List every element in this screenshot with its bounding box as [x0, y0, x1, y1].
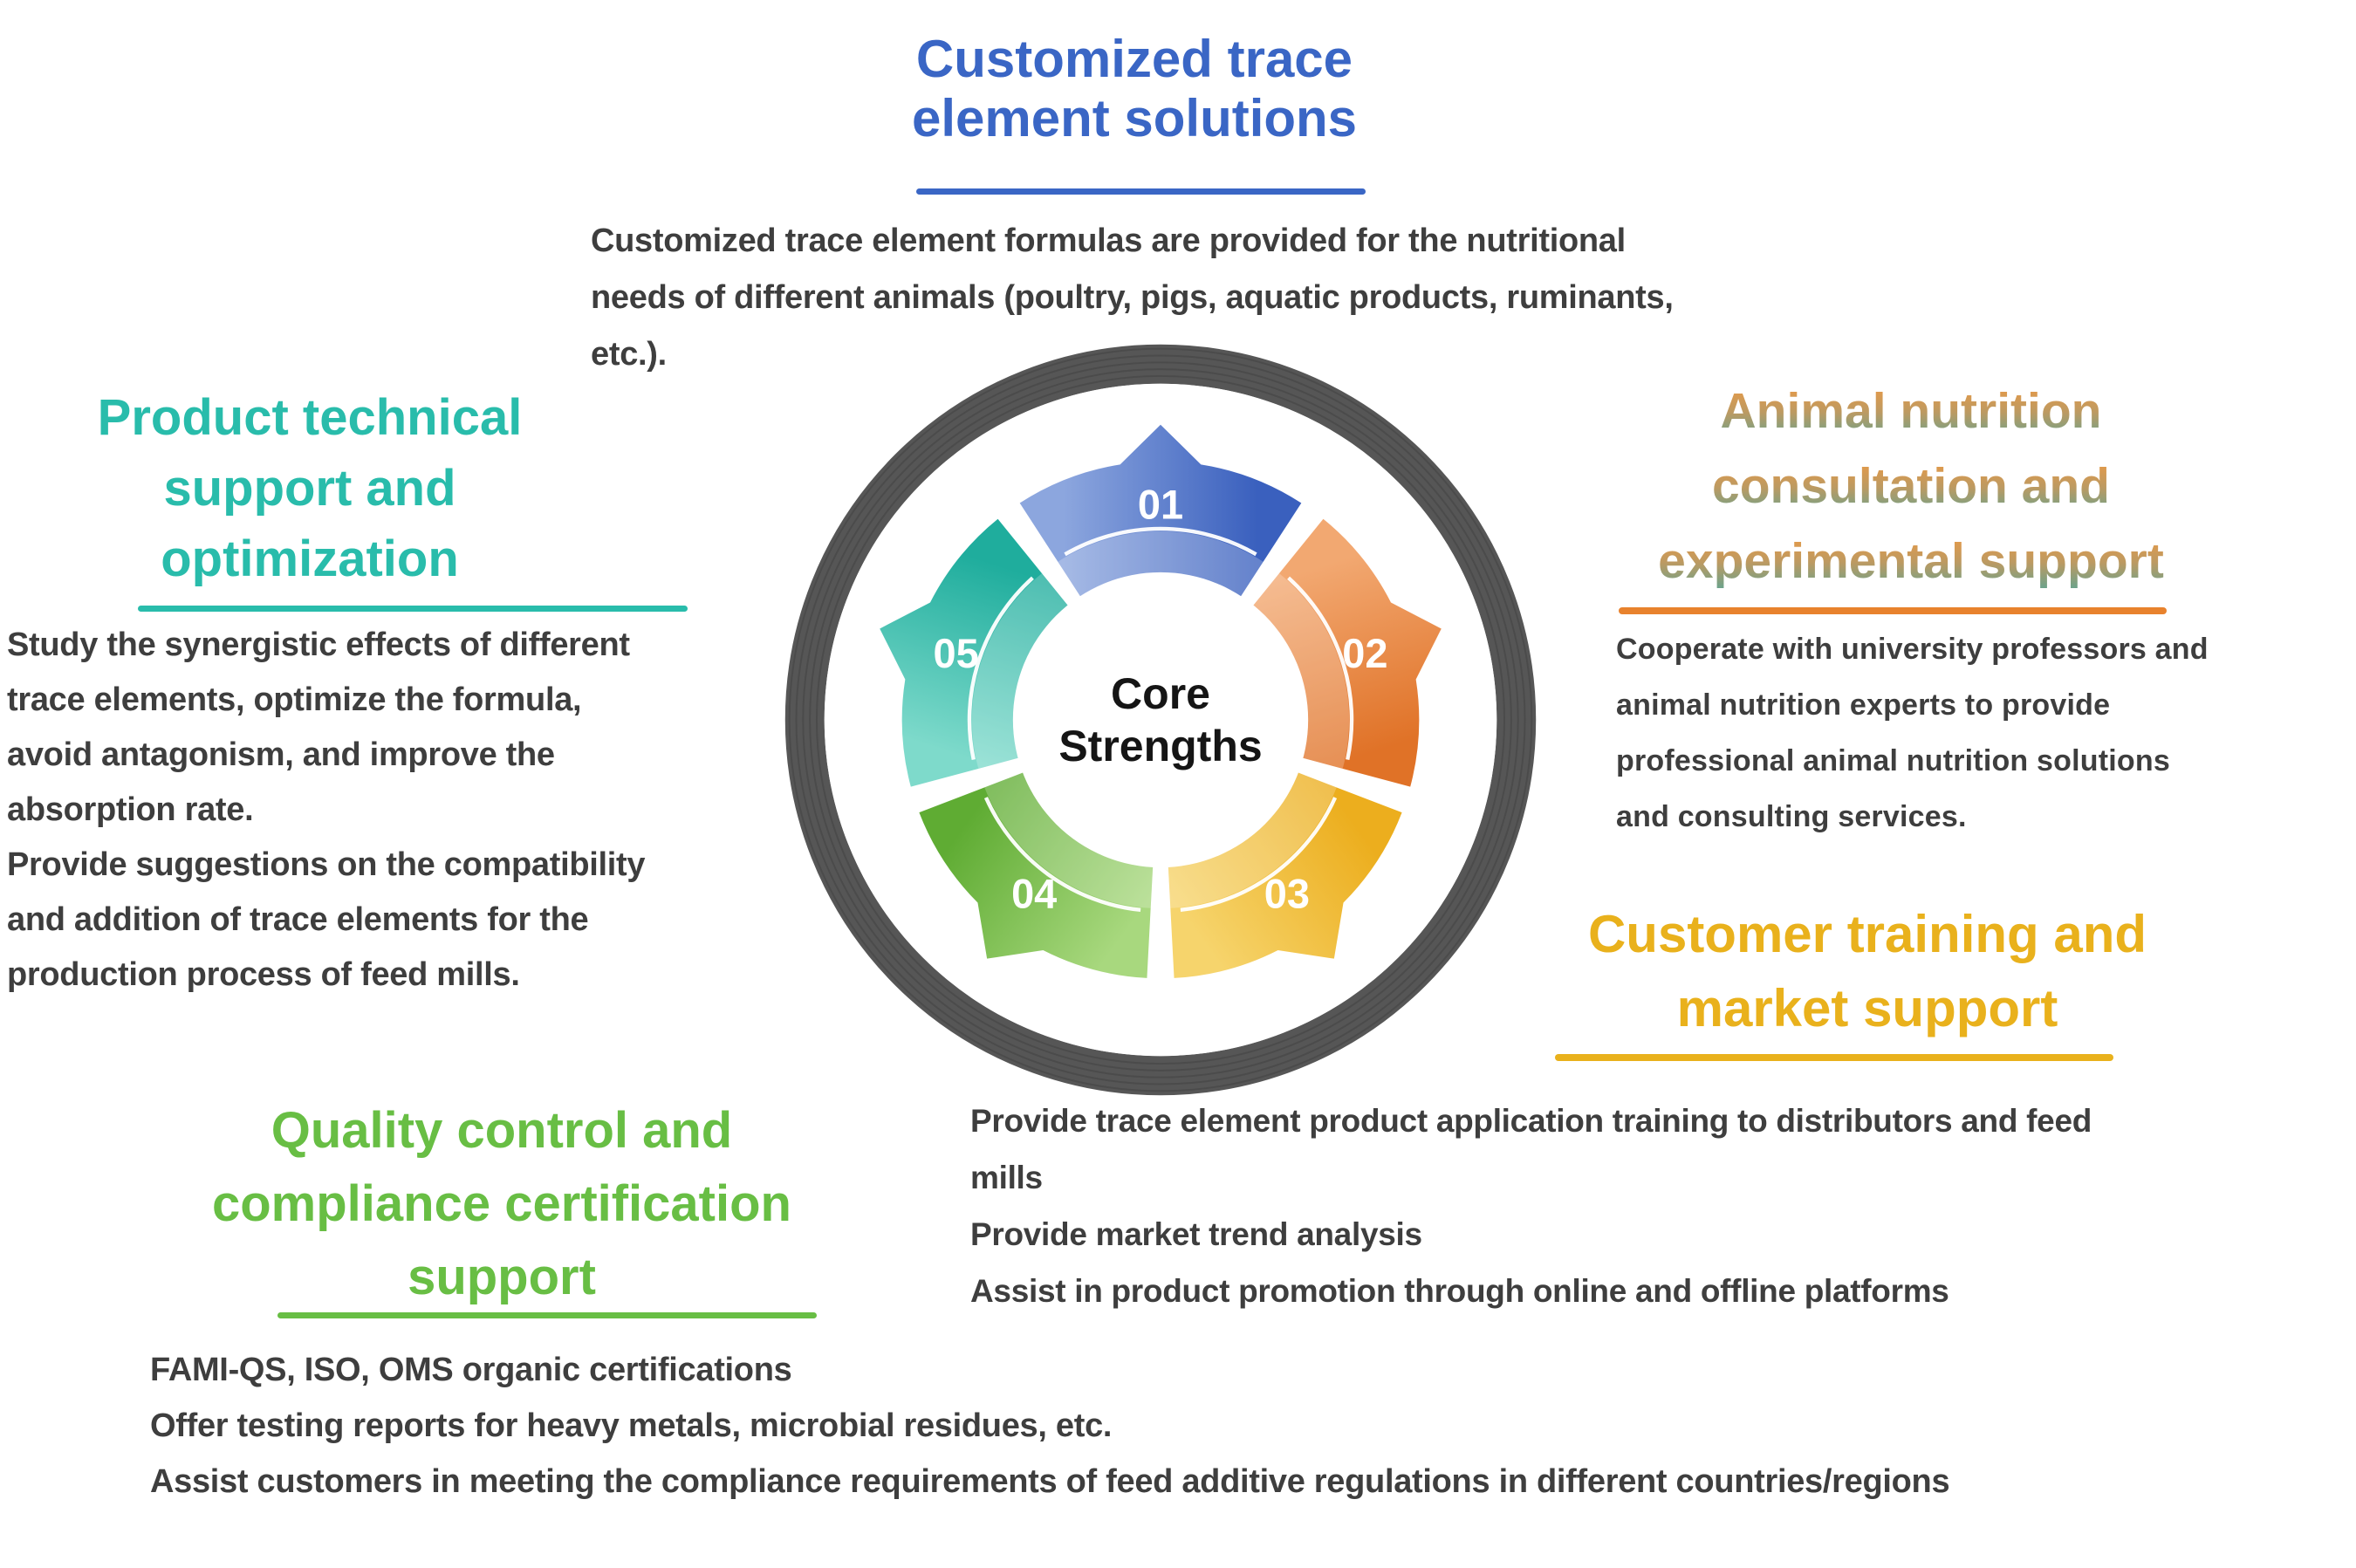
- section-title-quality-control: Quality control and compliance certificat…: [135, 1094, 868, 1314]
- text-line: professional animal nutrition solutions: [1616, 744, 2170, 777]
- center-disc: [1012, 572, 1309, 868]
- text-line: Cooperate with university professors and: [1616, 633, 2209, 666]
- core-label-line1: Core: [1111, 669, 1210, 718]
- text-line: Animal nutrition: [1606, 373, 2216, 448]
- segment-03-divider: [1180, 797, 1338, 913]
- text-line: Product technical: [97, 389, 523, 446]
- text-line: and addition of trace elements for the: [7, 901, 589, 938]
- text-line: Assist in product promotion through onli…: [970, 1273, 1949, 1309]
- segment-04-inner-band: [984, 771, 1154, 908]
- text-line: and consulting services.: [1616, 800, 1967, 833]
- bezel-groove: [795, 354, 1526, 1085]
- segment-03-inner-band: [1168, 771, 1337, 908]
- text-line: market support: [1676, 979, 2058, 1037]
- text-line: avoid antagonism, and improve the: [7, 736, 555, 773]
- text-line: mills: [970, 1160, 1043, 1195]
- segment-05-divider: [967, 576, 1034, 761]
- text-line: Provide suggestions on the compatibility: [7, 846, 646, 883]
- text-line: Provide market trend analysis: [970, 1216, 1422, 1252]
- section-body-quality-control: FAMI-QS, ISO, OMS organic certifications…: [150, 1342, 1950, 1510]
- text-line: Offer testing reports for heavy metals, …: [150, 1407, 1113, 1444]
- text-line: support and: [163, 460, 456, 517]
- segment-01: [1019, 424, 1302, 599]
- section-body-customized-solutions: Customized trace element formulas are pr…: [591, 213, 1674, 383]
- underline-customized-solutions: [916, 188, 1366, 195]
- segment-04-number: 04: [1011, 871, 1057, 916]
- core-strengths-label: Core Strengths: [1058, 668, 1262, 772]
- text-line: production process of feed mills.: [7, 956, 520, 993]
- bezel-groove: [815, 374, 1506, 1065]
- segment-03-number: 03: [1264, 871, 1310, 916]
- text-line: Customer training and: [1587, 905, 2147, 963]
- text-line: Customized trace: [915, 30, 1353, 88]
- segment-04: [919, 771, 1154, 978]
- section-title-product-technical-support: Product technical support and optimization: [13, 382, 606, 594]
- text-line: experimental support: [1606, 524, 2216, 599]
- text-line: element solutions: [911, 89, 1358, 147]
- text-line: etc.).: [591, 336, 667, 373]
- underline-animal-nutrition-consultation: [1619, 607, 2167, 614]
- underline-customer-training: [1555, 1054, 2113, 1061]
- text-line: consultation and: [1606, 448, 2216, 524]
- bezel-groove: [809, 368, 1512, 1072]
- text-line: Quality control and: [271, 1102, 733, 1159]
- bezel-ring: [784, 344, 1537, 1096]
- section-body-customer-training: Provide trace element product applicatio…: [970, 1092, 2092, 1319]
- text-line: FAMI-QS, ISO, OMS organic certifications: [150, 1352, 792, 1388]
- underline-quality-control: [277, 1312, 817, 1318]
- segment-01-number: 01: [1138, 483, 1183, 528]
- section-title-customer-training: Customer training and market support: [1518, 897, 2216, 1045]
- bezel-groove: [802, 361, 1519, 1078]
- bezel-groove: [788, 347, 1533, 1092]
- text-line: Assist customers in meeting the complian…: [150, 1463, 1950, 1500]
- segment-01-inner-band: [1058, 531, 1264, 599]
- section-body-animal-nutrition-consultation: Cooperate with university professors and…: [1616, 621, 2209, 845]
- text-line: animal nutrition experts to provide: [1616, 688, 2111, 722]
- text-line: support: [408, 1249, 596, 1305]
- text-line: Customized trace element formulas are pr…: [591, 223, 1626, 259]
- segment-05-inner-band: [971, 573, 1070, 769]
- segment-05-number: 05: [934, 631, 979, 676]
- section-body-product-technical-support: Study the synergistic effects of differe…: [7, 618, 646, 1003]
- text-line: trace elements, optimize the formula,: [7, 681, 582, 718]
- text-line: absorption rate.: [7, 791, 254, 828]
- segment-02-inner-band: [1251, 573, 1350, 769]
- segment-02-divider: [1287, 576, 1354, 761]
- core-label-line2: Strengths: [1058, 722, 1263, 770]
- segment-02-number: 02: [1342, 631, 1387, 676]
- text-line: optimization: [161, 531, 459, 587]
- segment-04-divider: [983, 797, 1141, 913]
- text-line: Provide trace element product applicatio…: [970, 1103, 2092, 1139]
- text-line: compliance certification: [212, 1175, 791, 1232]
- underline-product-technical-support: [138, 606, 688, 612]
- segment-01-divider: [1064, 526, 1257, 557]
- text-line: Study the synergistic effects of differe…: [7, 627, 630, 663]
- core-strengths-diagram: 01 02 03 04 05 Core Strengths: [777, 336, 1544, 1104]
- core-strengths-donut: 01 02 03 04 05: [784, 344, 1537, 1096]
- segment-03: [1168, 771, 1402, 978]
- text-line: needs of different animals (poultry, pig…: [591, 279, 1674, 316]
